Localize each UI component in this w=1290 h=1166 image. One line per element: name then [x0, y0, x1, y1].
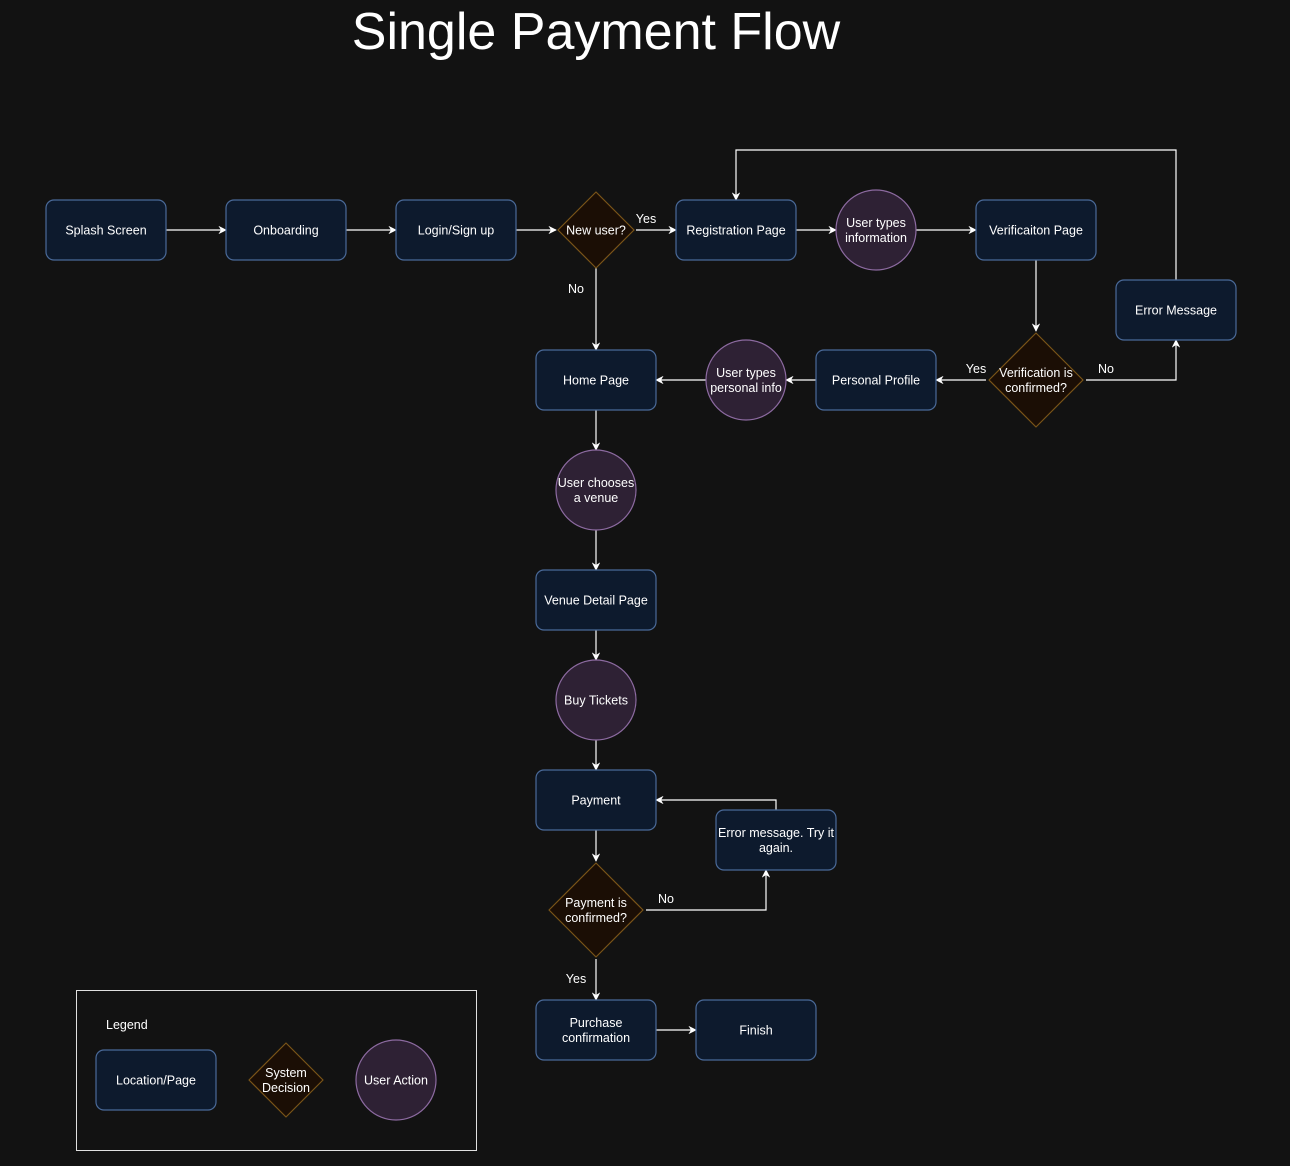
node-onboarding[interactable]: Onboarding — [225, 199, 347, 261]
node-label: Home Page — [563, 374, 629, 388]
node-label: Registration Page — [686, 224, 785, 238]
node-label: Error Message — [1135, 304, 1217, 318]
node-label: confirmation — [562, 1031, 630, 1045]
page-box-shape — [535, 349, 657, 411]
decision-diamond-shape — [988, 332, 1084, 428]
node-label: Login/Sign up — [418, 224, 495, 238]
page-box-shape — [815, 349, 937, 411]
edge-label-no: No — [1098, 362, 1114, 376]
decision-diamond-shape — [557, 191, 635, 269]
node-label: Splash Screen — [65, 224, 146, 238]
node-label: System — [265, 1066, 307, 1080]
node-label: Location/Page — [116, 1074, 196, 1088]
edge-label-no: No — [568, 282, 584, 296]
edge-payerror-to-payment — [655, 795, 777, 810]
action-circle-shape — [835, 189, 917, 271]
page-box-shape — [715, 809, 837, 871]
node-label: again. — [759, 841, 793, 855]
node-label: Purchase — [570, 1016, 623, 1030]
legend-item-user-action[interactable]: User Action — [355, 1039, 437, 1121]
decision-diamond-shape — [548, 862, 644, 958]
page-box-shape — [45, 199, 167, 261]
node-label: Venue Detail Page — [544, 594, 648, 608]
node-personal-profile[interactable]: Personal Profile — [815, 349, 937, 411]
diagram-title: Single Payment Flow — [351, 3, 841, 61]
page-box-shape — [535, 569, 657, 631]
node-registration-page[interactable]: Registration Page — [675, 199, 797, 261]
node-login-sign-up[interactable]: Login/Sign up — [395, 199, 517, 261]
node-label: Personal Profile — [832, 374, 920, 388]
node-venue-detail-page[interactable]: Venue Detail Page — [535, 569, 657, 631]
action-circle-shape — [555, 659, 637, 741]
node-label: Decision — [262, 1081, 310, 1095]
edge-label-yes: Yes — [566, 972, 586, 986]
page-box-shape — [535, 999, 657, 1061]
node-label: Payment — [571, 794, 621, 808]
page-box-shape — [675, 199, 797, 261]
node-finish[interactable]: Finish — [695, 999, 817, 1061]
node-new-user[interactable]: New user? — [557, 191, 635, 269]
node-payment[interactable]: Payment — [535, 769, 657, 831]
node-label: Payment is — [565, 896, 627, 910]
page-box-shape — [1115, 279, 1237, 341]
node-label: New user? — [566, 224, 626, 238]
node-buy-tickets[interactable]: Buy Tickets — [555, 659, 637, 741]
decision-diamond-shape — [248, 1042, 324, 1118]
node-verificaiton-page[interactable]: Verificaiton Page — [975, 199, 1097, 261]
action-circle-shape — [555, 449, 637, 531]
edge-label-no: No — [658, 892, 674, 906]
node-label: confirmed? — [1005, 381, 1067, 395]
page-box-shape — [395, 199, 517, 261]
edge-payconfirmed-to-payerror — [646, 869, 771, 911]
page-box-shape — [225, 199, 347, 261]
node-label: confirmed? — [565, 911, 627, 925]
edge-verified-to-errormsg — [1086, 339, 1181, 381]
node-label: information — [845, 231, 907, 245]
node-label: Error message. Try it — [718, 826, 835, 840]
node-label: User chooses — [558, 476, 634, 490]
action-circle-shape — [705, 339, 787, 421]
node-error-message[interactable]: Error Message — [1115, 279, 1237, 341]
edge-label-yes: Yes — [636, 212, 656, 226]
page-box-shape — [95, 1049, 217, 1111]
node-label: personal info — [710, 381, 782, 395]
node-label: Verificaiton Page — [989, 224, 1083, 238]
node-label: Onboarding — [253, 224, 318, 238]
edge-errormsg-to-registration — [731, 149, 1177, 280]
edge-label-yes: Yes — [966, 362, 986, 376]
page-box-shape — [695, 999, 817, 1061]
nodes-layer: Splash Screen Onboarding Login/Sign up New … — [45, 189, 1237, 1061]
node-label: User Action — [364, 1074, 428, 1088]
node-splash-screen[interactable]: Splash Screen — [45, 199, 167, 261]
page-box-shape — [975, 199, 1097, 261]
page-box-shape — [535, 769, 657, 831]
node-home-page[interactable]: Home Page — [535, 349, 657, 411]
node-label: a venue — [574, 491, 619, 505]
legend-item-location-page[interactable]: Location/Page — [95, 1049, 217, 1111]
node-label: Verification is — [999, 366, 1073, 380]
action-circle-shape — [355, 1039, 437, 1121]
node-label: User types — [846, 216, 906, 230]
node-label: User types — [716, 366, 776, 380]
node-label: Buy Tickets — [564, 694, 628, 708]
legend-frame — [76, 990, 477, 1151]
node-label: Finish — [739, 1024, 772, 1038]
legend-title: Legend — [106, 1018, 148, 1032]
